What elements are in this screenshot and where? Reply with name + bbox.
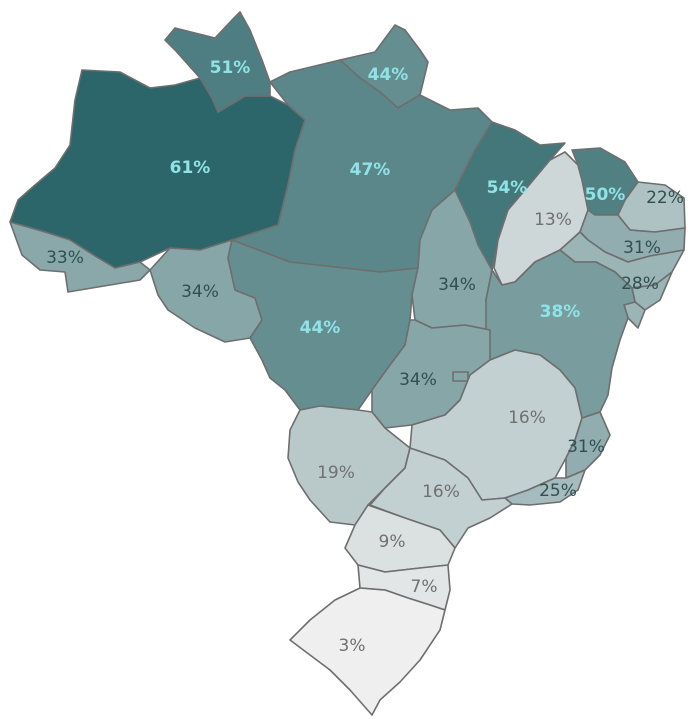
label-RJ: 25% bbox=[539, 481, 577, 501]
label-RN: 22% bbox=[646, 188, 684, 208]
label-PI: 13% bbox=[534, 210, 572, 230]
label-ES: 31% bbox=[567, 437, 605, 457]
label-AP: 44% bbox=[368, 65, 409, 85]
label-MS: 19% bbox=[317, 463, 355, 483]
label-PA: 47% bbox=[350, 160, 391, 180]
label-PE: 28% bbox=[621, 274, 659, 294]
state-RS[interactable] bbox=[289, 587, 446, 716]
label-PR: 9% bbox=[379, 532, 406, 552]
label-AM: 61% bbox=[170, 158, 211, 178]
state-DF[interactable] bbox=[452, 371, 469, 382]
label-MT: 44% bbox=[300, 318, 341, 338]
label-RO: 34% bbox=[181, 282, 219, 302]
state-AC[interactable] bbox=[9, 221, 151, 293]
label-AC: 33% bbox=[46, 248, 84, 268]
label-PB: 31% bbox=[623, 238, 661, 258]
state-RR[interactable] bbox=[164, 11, 271, 113]
label-TO: 34% bbox=[438, 275, 476, 295]
label-SP: 16% bbox=[422, 482, 460, 502]
label-GO: 34% bbox=[399, 370, 437, 390]
label-RR: 51% bbox=[210, 58, 251, 78]
state-RJ[interactable] bbox=[504, 469, 586, 506]
label-MA: 54% bbox=[487, 178, 528, 198]
label-SC: 7% bbox=[411, 577, 438, 597]
label-MG: 16% bbox=[508, 408, 546, 428]
label-RS: 3% bbox=[339, 636, 366, 656]
label-CE: 50% bbox=[585, 185, 626, 205]
label-BA: 38% bbox=[540, 302, 581, 322]
